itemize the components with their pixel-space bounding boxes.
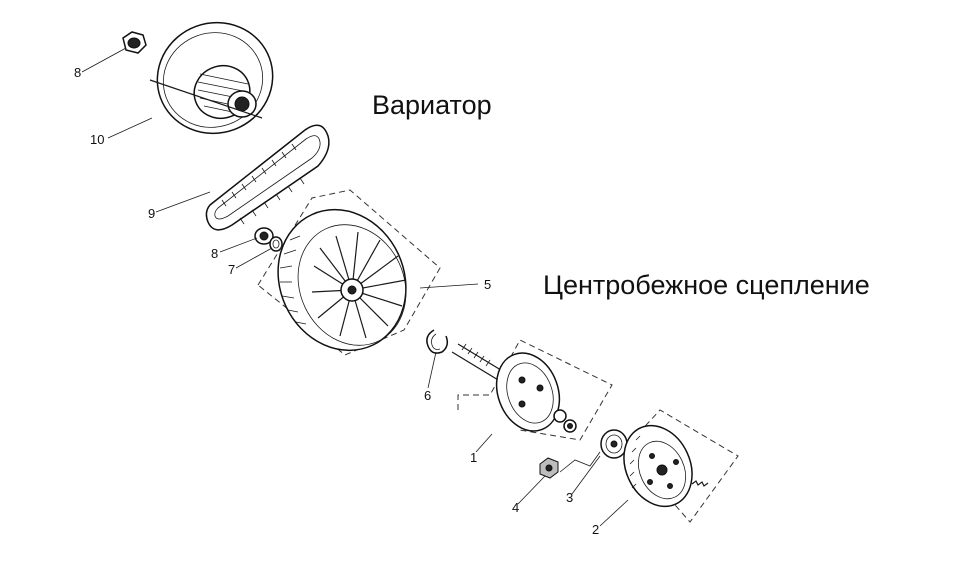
callout-5: 5 — [484, 277, 491, 292]
nut-part-8-top — [122, 31, 147, 54]
pulley-disc-part-10 — [149, 21, 274, 135]
bearing-part-3 — [600, 429, 628, 459]
clutch-bell-part-1 — [451, 339, 613, 441]
callout-8-top: 8 — [74, 65, 81, 80]
callout-7: 7 — [228, 262, 235, 277]
callout-3: 3 — [566, 490, 573, 505]
clutch-heading: Центробежное сцепление — [543, 270, 870, 300]
callout-6: 6 — [424, 388, 431, 403]
leader-lines — [81, 47, 629, 527]
callout-4: 4 — [512, 500, 519, 515]
callout-2: 2 — [592, 522, 599, 537]
clutch-shoes-part-2 — [623, 409, 739, 523]
drive-belt-part-9 — [205, 124, 330, 231]
nut-part-4 — [539, 457, 559, 479]
callout-10: 10 — [90, 132, 104, 147]
clutch-pulley-part-5 — [257, 189, 441, 356]
nut-part-8-mid — [254, 227, 274, 245]
circlip-part-6 — [426, 329, 449, 354]
callout-1: 1 — [470, 450, 477, 465]
callout-9: 9 — [148, 206, 155, 221]
washer-part-7 — [269, 236, 283, 252]
callout-8-mid: 8 — [211, 246, 218, 261]
variator-heading: Вариатор — [372, 90, 492, 120]
